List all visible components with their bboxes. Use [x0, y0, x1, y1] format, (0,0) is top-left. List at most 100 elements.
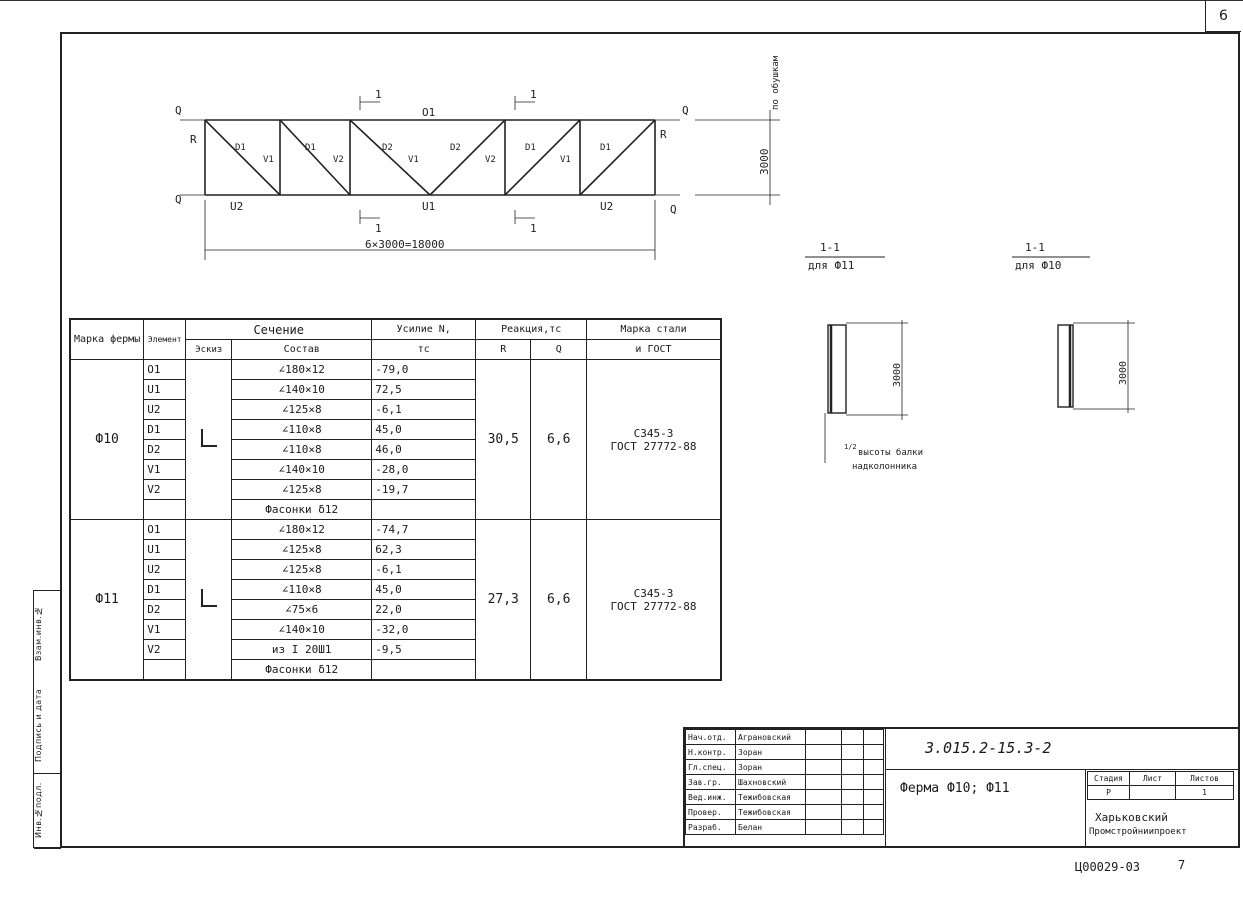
side-strip: Взам.инв.№ Подпись и дата Инв.№подл. — [33, 590, 61, 849]
header-sketch: Эскиз — [185, 339, 233, 360]
member-label: D2 — [382, 143, 393, 153]
staff-signature — [805, 804, 842, 820]
staff-role: Провер. — [685, 804, 736, 820]
composition-cell: ∠125×8 — [231, 539, 373, 560]
header-mark: Марка фермы — [69, 318, 145, 360]
staff-row: Разраб.Белан — [685, 819, 884, 835]
staff-signature — [805, 744, 842, 760]
composition-cell: ∠180×12 — [231, 519, 373, 540]
element-cell — [143, 499, 187, 520]
drawing-frame — [60, 32, 1240, 848]
section-height-f10: 3000 — [1118, 361, 1129, 385]
table-row: Ф10 O1 ∠180×12 -79,0 30,5 6,6 С345-3 ГОС… — [69, 359, 722, 520]
member-label: D1 — [305, 143, 316, 153]
force-cell: -74,7 — [371, 519, 477, 540]
element-cell: D2 — [143, 439, 187, 460]
staff-role: Нач.отд. — [685, 729, 736, 745]
composition-cell: ∠110×8 — [231, 439, 373, 460]
label-q-bottom-right: Q — [670, 203, 677, 216]
element-cell — [143, 659, 187, 681]
side-label-replacement: Взам.инв.№ — [34, 606, 43, 662]
section-mark-2: 1 — [530, 88, 537, 101]
member-label: V2 — [333, 155, 344, 165]
staff-role: Разраб. — [685, 819, 736, 835]
sheets-value: 1 — [1175, 785, 1234, 800]
element-cell: V1 — [143, 619, 187, 640]
composition-cell: ∠125×8 — [231, 399, 373, 420]
composition-cell: ∠110×8 — [231, 419, 373, 440]
span-dimension: 6×3000=18000 — [365, 238, 444, 251]
member-label: V1 — [560, 155, 571, 165]
bottom-mark: 7 — [1178, 858, 1186, 872]
force-cell: -32,0 — [371, 619, 477, 640]
composition-cell: ∠180×12 — [231, 359, 373, 380]
force-cell: 62,3 — [371, 539, 477, 560]
truss-mark: Ф11 — [69, 519, 145, 681]
reaction-r: 30,5 — [475, 359, 532, 520]
composition-cell: ∠140×10 — [231, 379, 373, 400]
steel-grade-value: С345-3 — [633, 426, 674, 440]
label-q-bottom-left: Q — [175, 193, 182, 206]
bottom-code: Ц00029-03 — [1075, 860, 1141, 874]
section-mark-4: 1 — [530, 222, 537, 235]
section-note-line1: высоты балки — [858, 447, 923, 458]
header-q: Q — [530, 339, 588, 360]
member-label: D1 — [525, 143, 536, 153]
steel-grade-value: С345-3 — [633, 586, 674, 600]
member-label: D1 — [235, 143, 246, 153]
label-bottom-right: U2 — [600, 200, 613, 213]
section-title-f10: 1-1 — [1025, 241, 1045, 254]
force-cell: -19,7 — [371, 479, 477, 500]
page-number: 6 — [1219, 8, 1228, 24]
reaction-q: 6,6 — [530, 519, 588, 681]
force-cell — [371, 499, 477, 520]
staff-name: Зоран — [735, 759, 806, 775]
header-steel: Марка стали — [586, 318, 722, 340]
composition-cell: ∠140×10 — [231, 619, 373, 640]
header-element: Элемент — [143, 318, 187, 360]
section-note-fraction: 1/2 — [844, 443, 857, 451]
side-label-inventory: Инв.№подл. — [34, 773, 61, 849]
force-cell: -79,0 — [371, 359, 477, 380]
composition-cell: ∠75×6 — [231, 599, 373, 620]
staff-row: Вед.инж.Тежибовская — [685, 789, 884, 805]
truss-diagram: O1 U2 U1 U2 Q Q Q Q R R 1 1 1 1 6×3000=1… — [175, 55, 781, 260]
element-cell: O1 — [143, 519, 187, 540]
staff-signature — [805, 774, 842, 790]
element-cell: V1 — [143, 459, 187, 480]
section-subtitle-f11: для Ф11 — [808, 259, 854, 272]
element-cell: U2 — [143, 399, 187, 420]
table-row: V1∠140×10-28,0 — [70, 459, 721, 480]
element-cell: V2 — [143, 639, 187, 660]
staff-role: Зав.гр. — [685, 774, 736, 790]
force-cell: -6,1 — [371, 559, 477, 580]
force-cell: -6,1 — [371, 399, 477, 420]
staff-signature — [805, 759, 842, 775]
force-cell: -9,5 — [371, 639, 477, 660]
truss-data-table: Марка фермы Элемент Сечение Усилие N, Ре… — [69, 318, 722, 681]
section-title-f11: 1-1 — [820, 241, 840, 254]
header-section: Сечение — [185, 318, 373, 340]
reaction-q: 6,6 — [530, 359, 588, 520]
document-code: 3.015.2-15.3-2 — [925, 739, 1052, 757]
member-label: D2 — [450, 143, 461, 153]
staff-role: Н.контр. — [685, 744, 736, 760]
organization-name: Харьковский — [1095, 811, 1168, 824]
section-note-line2: надколонника — [852, 462, 917, 472]
table-row: Фасонки δ12 — [70, 659, 721, 681]
staff-name: Шахновский — [735, 774, 806, 790]
member-label: V1 — [263, 155, 274, 165]
element-cell: U1 — [143, 379, 187, 400]
section-subtitle-f10: для Ф10 — [1015, 259, 1061, 272]
drawing-name: Ферма Ф10; Ф11 — [900, 781, 1010, 796]
staff-role: Вед.инж. — [685, 789, 736, 805]
force-cell: 45,0 — [371, 579, 477, 600]
force-cell: 22,0 — [371, 599, 477, 620]
angle-sketch-icon — [185, 519, 233, 681]
label-bottom-left: U2 — [230, 200, 243, 213]
element-cell: O1 — [143, 359, 187, 380]
header-composition: Состав — [231, 339, 373, 360]
